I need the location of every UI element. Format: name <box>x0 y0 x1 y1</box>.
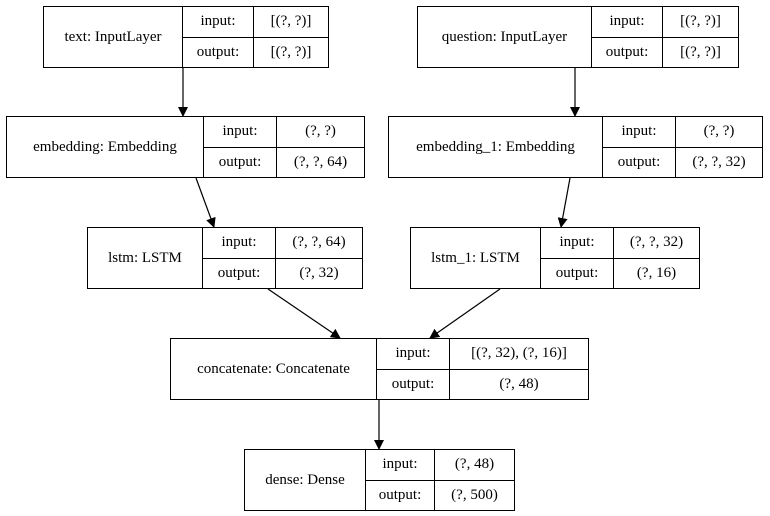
node-text: text: InputLayer input: [(?, ?)] output:… <box>43 6 329 68</box>
input-shape: [(?, ?)] <box>270 13 312 30</box>
input-label: input: <box>204 117 277 147</box>
edge-embedding_1-to-lstm_1 <box>557 177 571 228</box>
node-name: lstm: LSTM <box>88 228 203 288</box>
node-question: question: InputLayer input: [(?, ?)] out… <box>417 6 739 68</box>
edge-lstm-to-concatenate <box>267 288 341 339</box>
output-shape: (?, 500) <box>451 486 498 503</box>
output-label: output: <box>592 37 663 67</box>
node-name: lstm_1: LSTM <box>411 228 541 288</box>
output-shape: (?, ?, 64) <box>293 153 348 170</box>
node-concatenate: concatenate: Concatenate input: [(?, 32)… <box>170 338 589 400</box>
output-label: output: <box>183 37 254 67</box>
input-label: input: <box>366 450 435 480</box>
input-shape: (?, ?, 32) <box>629 234 684 251</box>
input-shape: (?, 48) <box>454 456 495 473</box>
output-shape: (?, 48) <box>499 375 539 392</box>
node-lstm: lstm: LSTM input: (?, ?, 64) output: (?,… <box>87 227 363 289</box>
output-label: output: <box>366 480 435 510</box>
node-name: embedding: Embedding <box>7 117 204 177</box>
input-label: input: <box>541 228 614 258</box>
output-shape: (?, ?, 32) <box>692 153 746 170</box>
edge-lstm_1-to-concatenate <box>429 288 501 339</box>
input-label: input: <box>377 339 450 369</box>
output-label: output: <box>203 258 276 288</box>
input-label: input: <box>592 7 663 37</box>
input-shape: (?, ?, 64) <box>292 234 346 251</box>
output-label: output: <box>377 369 450 399</box>
node-embedding: embedding: Embedding input: (?, ?) outpu… <box>6 116 365 178</box>
input-shape: (?, ?) <box>703 123 735 140</box>
input-shape: [(?, 32), (?, 16)] <box>471 345 567 362</box>
output-shape: (?, 16) <box>636 264 677 281</box>
edge-embedding-to-lstm <box>195 177 216 228</box>
node-name: question: InputLayer <box>418 7 592 67</box>
node-dense: dense: Dense input: (?, 48) output: (?, … <box>244 449 515 511</box>
node-name: concatenate: Concatenate <box>171 339 377 399</box>
node-lstm_1: lstm_1: LSTM input: (?, ?, 32) output: (… <box>410 227 700 289</box>
input-shape: (?, ?) <box>305 123 336 140</box>
output-label: output: <box>603 147 676 177</box>
output-shape: (?, 32) <box>299 264 339 281</box>
output-shape: [(?, ?)] <box>680 43 721 60</box>
input-shape: [(?, ?)] <box>680 13 721 30</box>
input-label: input: <box>603 117 676 147</box>
output-label: output: <box>541 258 614 288</box>
output-shape: [(?, ?)] <box>270 43 312 60</box>
output-label: output: <box>204 147 277 177</box>
node-name: text: InputLayer <box>44 7 183 67</box>
input-label: input: <box>203 228 276 258</box>
node-name: dense: Dense <box>245 450 366 510</box>
input-label: input: <box>183 7 254 37</box>
node-name: embedding_1: Embedding <box>389 117 603 177</box>
node-embedding_1: embedding_1: Embedding input: (?, ?) out… <box>388 116 763 178</box>
